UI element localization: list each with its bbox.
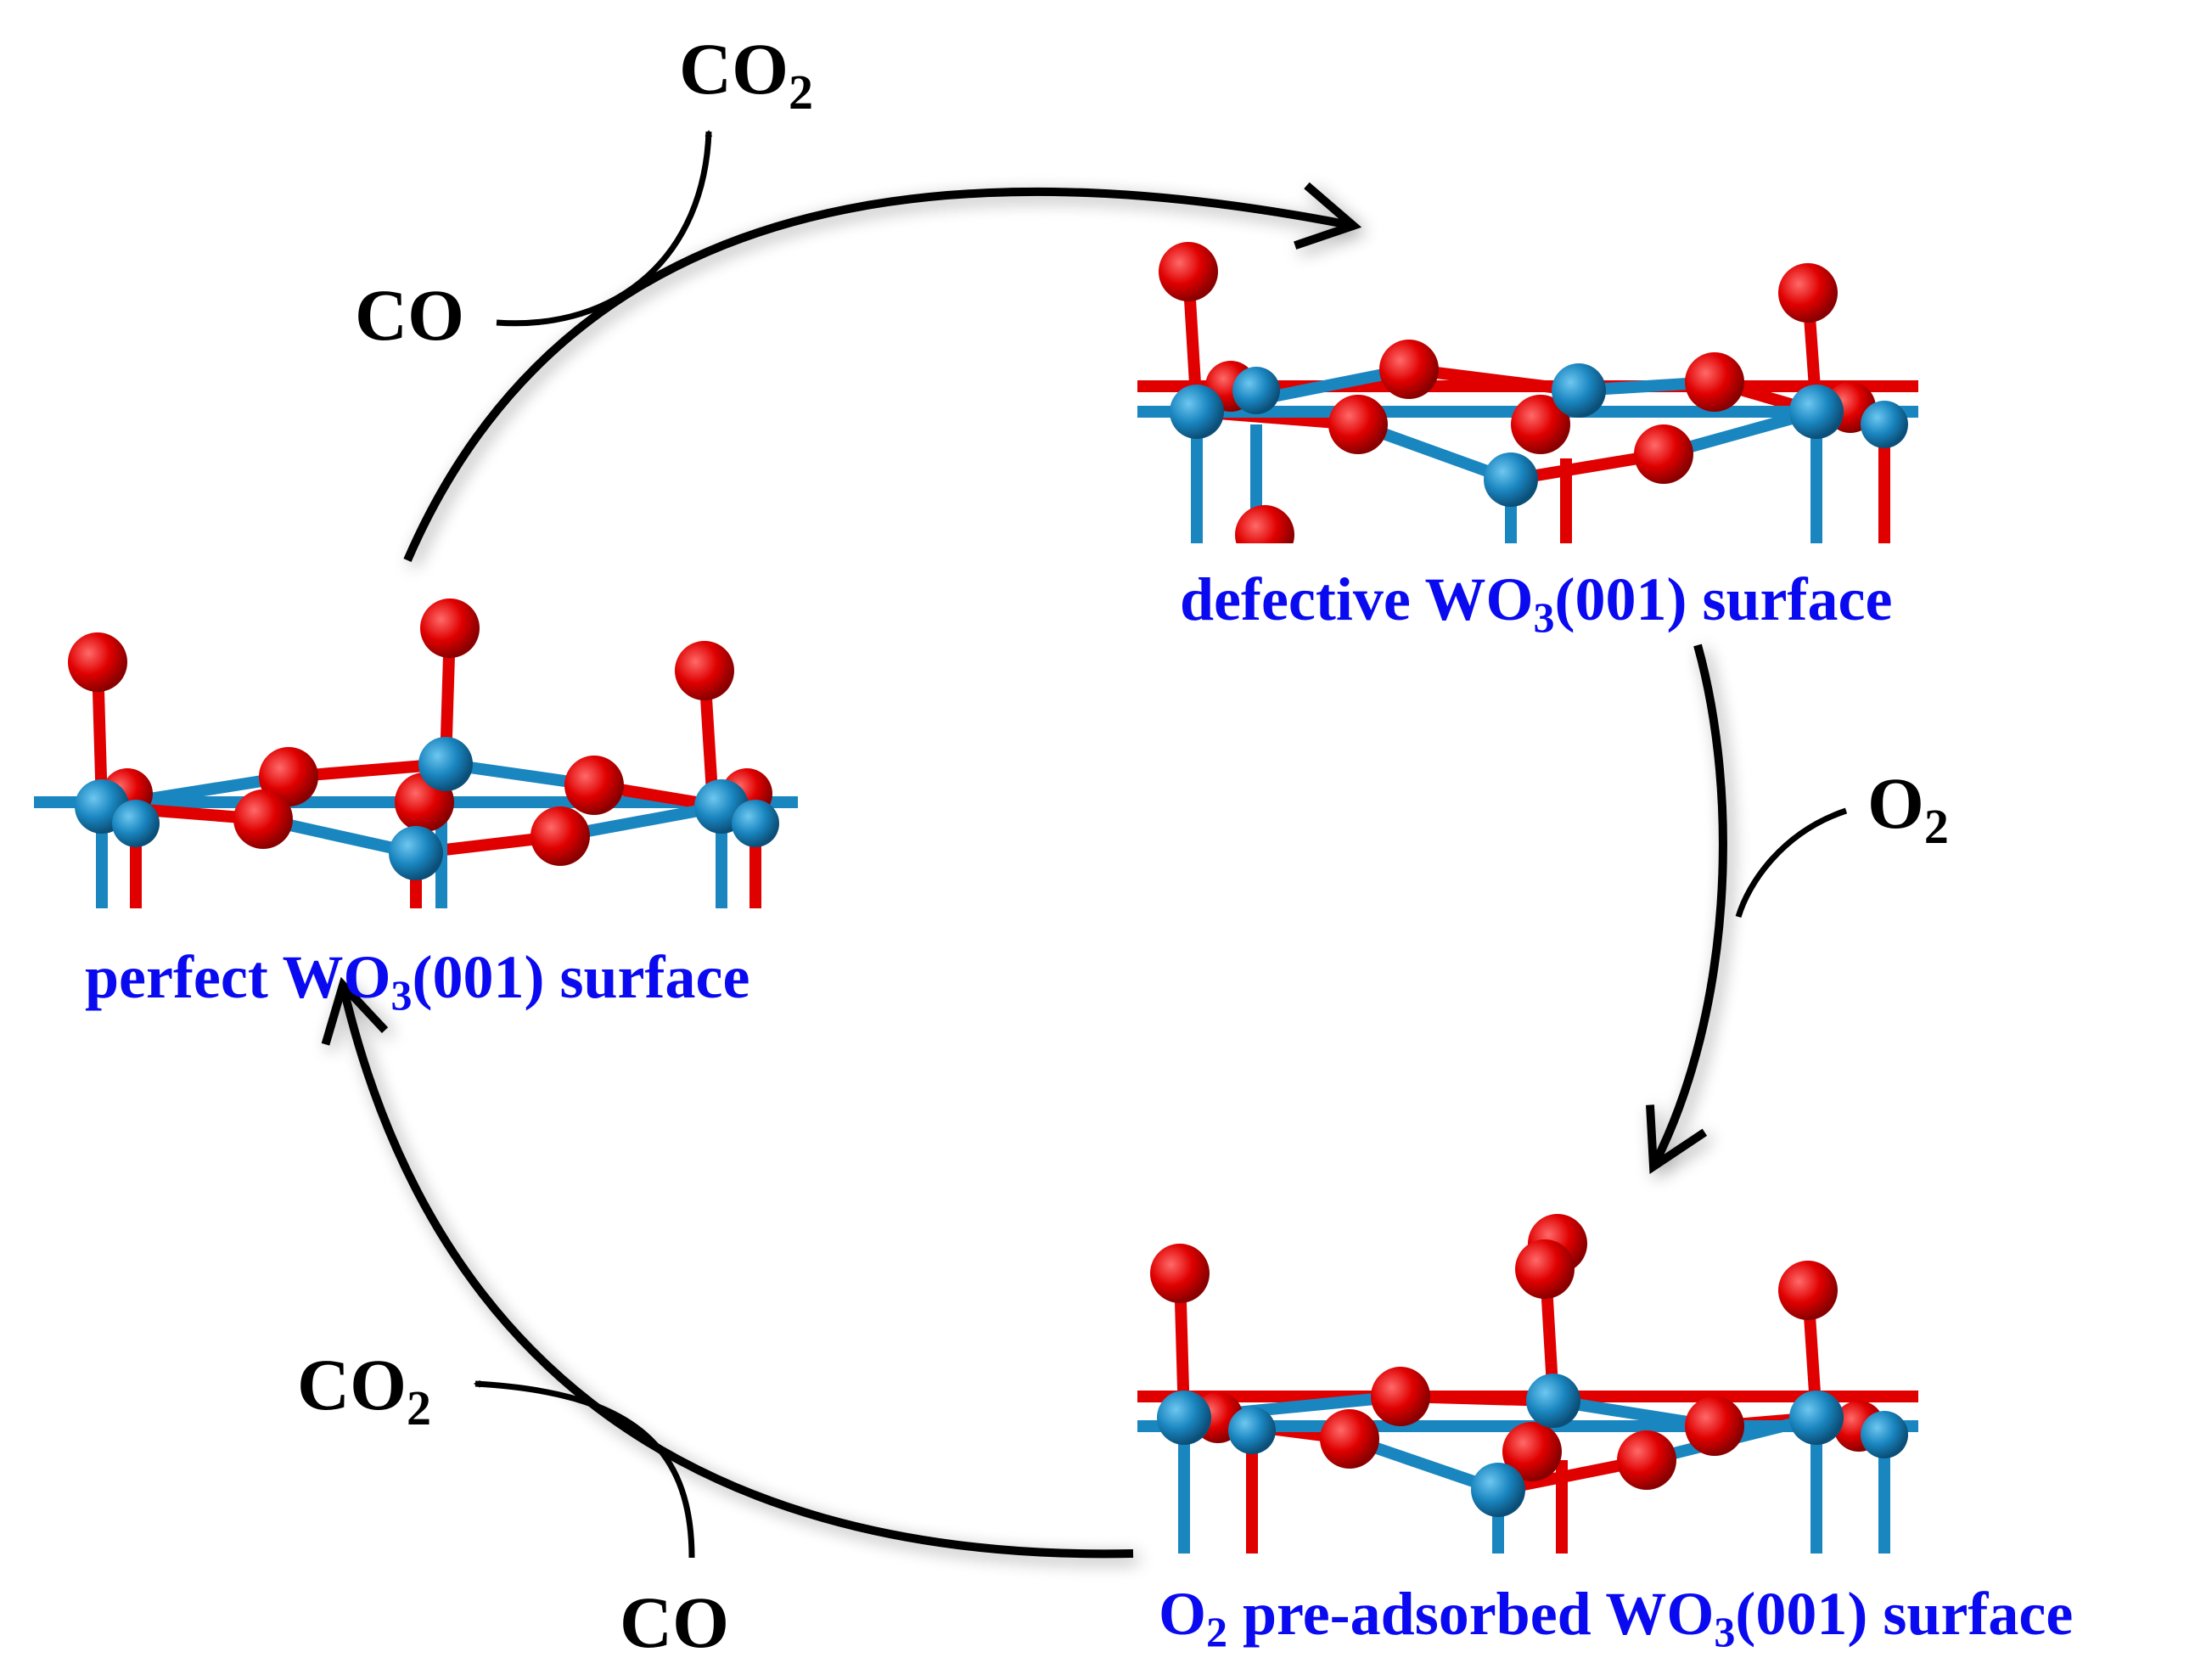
cycle-arcs bbox=[321, 182, 1727, 1559]
atoms bbox=[1150, 1214, 1908, 1517]
defective-surface-structure bbox=[1133, 242, 1931, 569]
arrow-co-to-co2-bottom bbox=[473, 1380, 695, 1559]
arc-preadsorbed-to-perfect bbox=[321, 976, 1134, 1559]
atoms bbox=[68, 598, 779, 880]
arrow-co-to-co2-top bbox=[496, 129, 713, 327]
atoms bbox=[1159, 242, 1908, 565]
defective-surface-label: defective WO3(001) surface bbox=[1180, 565, 1892, 641]
co-top-label: CO bbox=[355, 274, 464, 356]
arrow-o2-in bbox=[1735, 807, 1848, 919]
perfect-surface-structure bbox=[34, 598, 798, 908]
co-bottom-label: CO bbox=[620, 1582, 729, 1663]
arc-perfect-to-defective bbox=[403, 182, 1362, 562]
perfect-surface-label: perfect WO3(001) surface bbox=[85, 943, 749, 1019]
co2-top-label: CO2 bbox=[679, 28, 813, 120]
preadsorbed-surface-structure bbox=[1137, 1214, 1918, 1554]
co2-bottom-label: CO2 bbox=[297, 1344, 431, 1436]
reactant-arrows bbox=[473, 129, 1848, 1559]
preadsorbed-surface-label: O2 pre-adsorbed WO3(001) surface bbox=[1159, 1580, 2073, 1655]
o2-right-label: O2 bbox=[1867, 762, 1949, 854]
arc-defective-to-preadsorbed bbox=[1645, 643, 1727, 1174]
